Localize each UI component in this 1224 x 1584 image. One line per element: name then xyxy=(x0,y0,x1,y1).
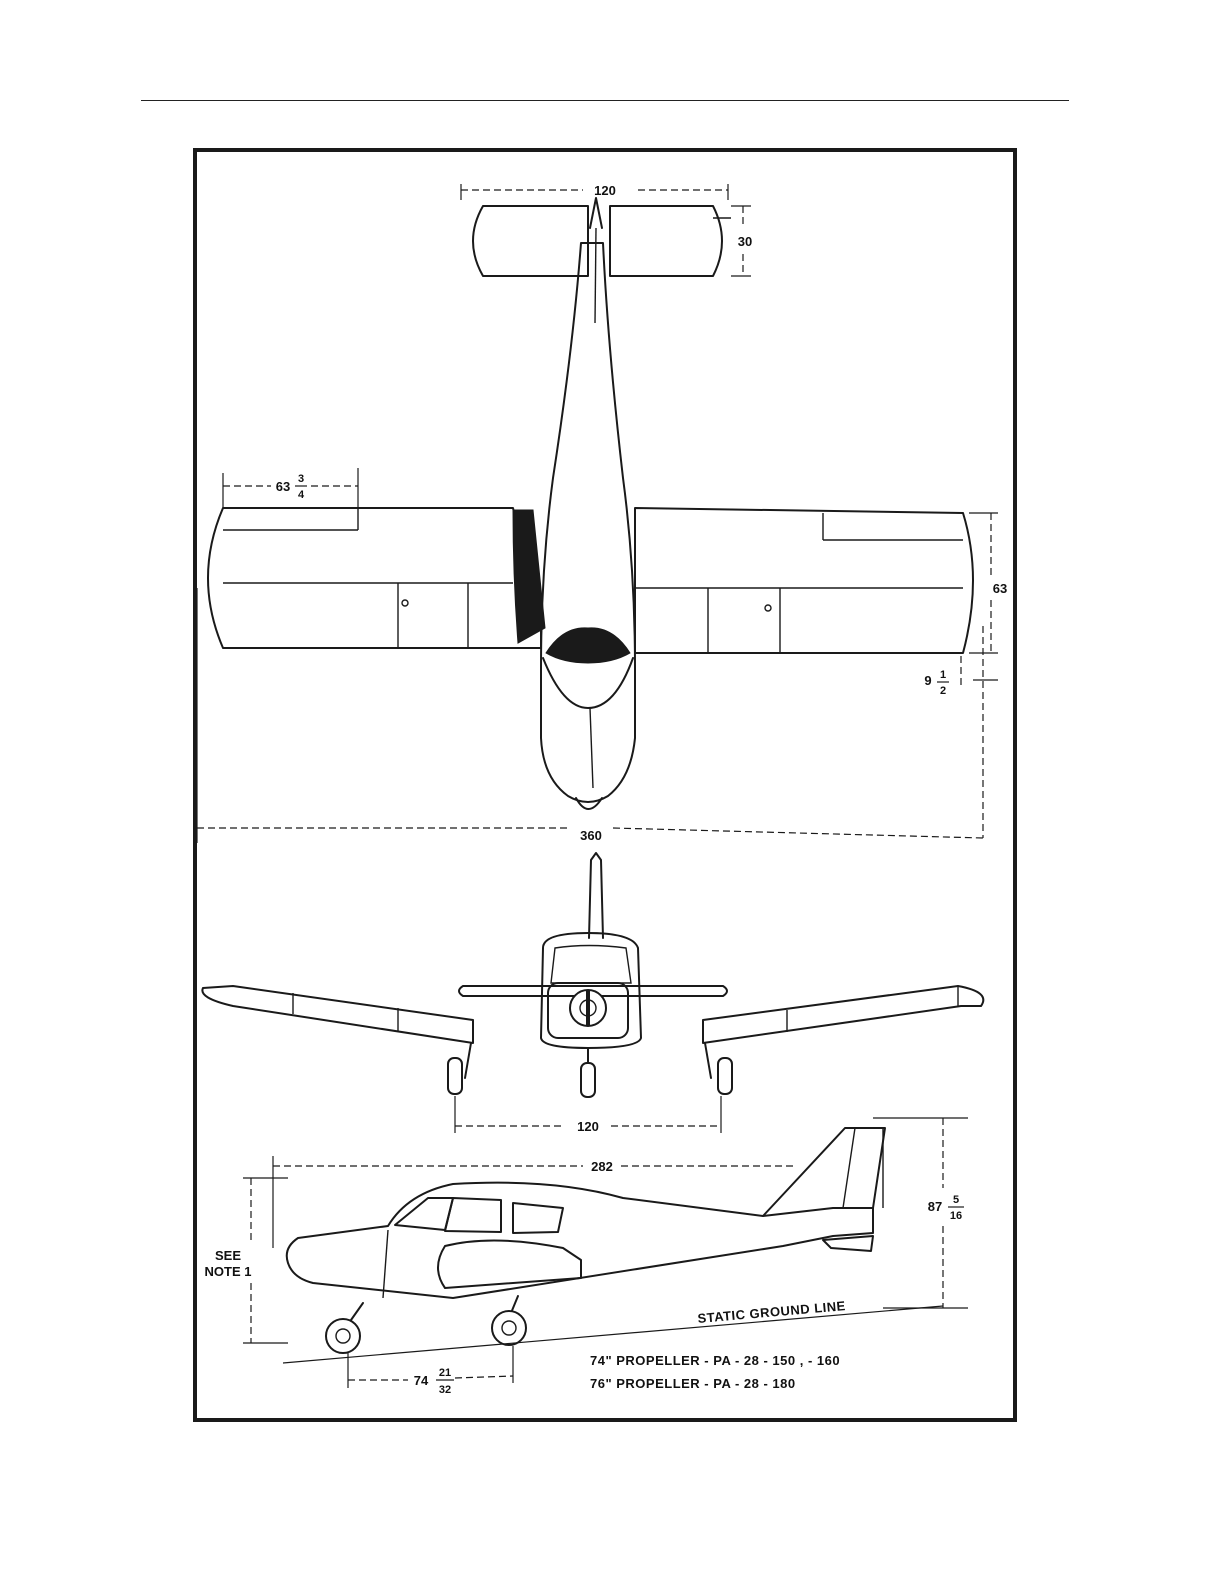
dim-height-num: 5 xyxy=(953,1194,959,1206)
right-stabilator xyxy=(610,206,722,276)
left-stabilator xyxy=(473,206,588,276)
dim-wheelbase-num: 21 xyxy=(439,1367,451,1379)
dim-wheelbase-den: 32 xyxy=(439,1384,451,1396)
nose-wheel-side xyxy=(326,1319,360,1353)
right-main-wheel xyxy=(718,1058,732,1094)
dim-stabilator-chord: 30 xyxy=(738,234,752,249)
side-window-rear xyxy=(513,1203,563,1233)
dim-overall-length: 282 xyxy=(591,1159,613,1174)
stabilator-side xyxy=(823,1236,873,1251)
static-ground-line-label: STATIC GROUND LINE xyxy=(697,1298,846,1326)
wing-walkway xyxy=(513,510,545,643)
dim-wing-chord: 63 xyxy=(993,581,1007,596)
dim-flap-whole: 63 xyxy=(276,479,290,494)
dim-wing-span: 360 xyxy=(580,828,602,843)
dim-height-den: 16 xyxy=(950,1210,962,1222)
front-view: 120 xyxy=(202,853,983,1134)
fin-top xyxy=(590,198,602,228)
dim-wheelbase-whole: 74 xyxy=(414,1373,429,1388)
see-note-line1: SEE xyxy=(215,1248,241,1263)
vertical-fin xyxy=(763,1128,885,1216)
windshield-top xyxy=(546,628,630,663)
side-window-front xyxy=(445,1198,501,1232)
main-wheel-side xyxy=(492,1311,526,1345)
dim-offset-den: 2 xyxy=(940,685,946,697)
see-note-line2: NOTE 1 xyxy=(205,1264,252,1279)
top-view: 120 30 63 3 4 63 9 1 2 360 xyxy=(197,183,1007,843)
right-wing xyxy=(635,508,973,653)
right-wing-front xyxy=(703,986,983,1043)
fuselage-top xyxy=(541,243,635,802)
left-wing xyxy=(208,508,541,648)
fuselage-side xyxy=(287,1183,873,1298)
nose-wheel-front xyxy=(581,1063,595,1097)
canopy-outline xyxy=(543,658,633,708)
dim-stabilator-span: 120 xyxy=(594,183,616,198)
dim-offset-whole: 9 xyxy=(924,673,931,688)
left-main-wheel xyxy=(448,1058,462,1094)
dim-height-whole: 87 xyxy=(928,1199,942,1214)
dim-offset-num: 1 xyxy=(940,669,946,681)
dim-main-gear-tread: 120 xyxy=(577,1119,599,1134)
three-view-drawing: 120 30 63 3 4 63 9 1 2 360 xyxy=(183,148,1019,1424)
side-view: STATIC GROUND LINE 282 87 5 16 SEE NOTE … xyxy=(205,1118,968,1396)
header-rule xyxy=(141,100,1069,101)
fin-front xyxy=(589,853,603,938)
propeller-note-1: 74" PROPELLER - PA - 28 - 150 , - 160 xyxy=(590,1353,840,1368)
dim-flap-num: 3 xyxy=(298,473,304,485)
windshield-side xyxy=(395,1198,453,1230)
drawing-svg: 120 30 63 3 4 63 9 1 2 360 xyxy=(183,148,1019,1424)
drawing-border xyxy=(195,150,1015,1420)
dim-flap-den: 4 xyxy=(298,489,305,501)
propeller-note-2: 76" PROPELLER - PA - 28 - 180 xyxy=(590,1376,796,1391)
left-wing-front xyxy=(202,986,473,1043)
